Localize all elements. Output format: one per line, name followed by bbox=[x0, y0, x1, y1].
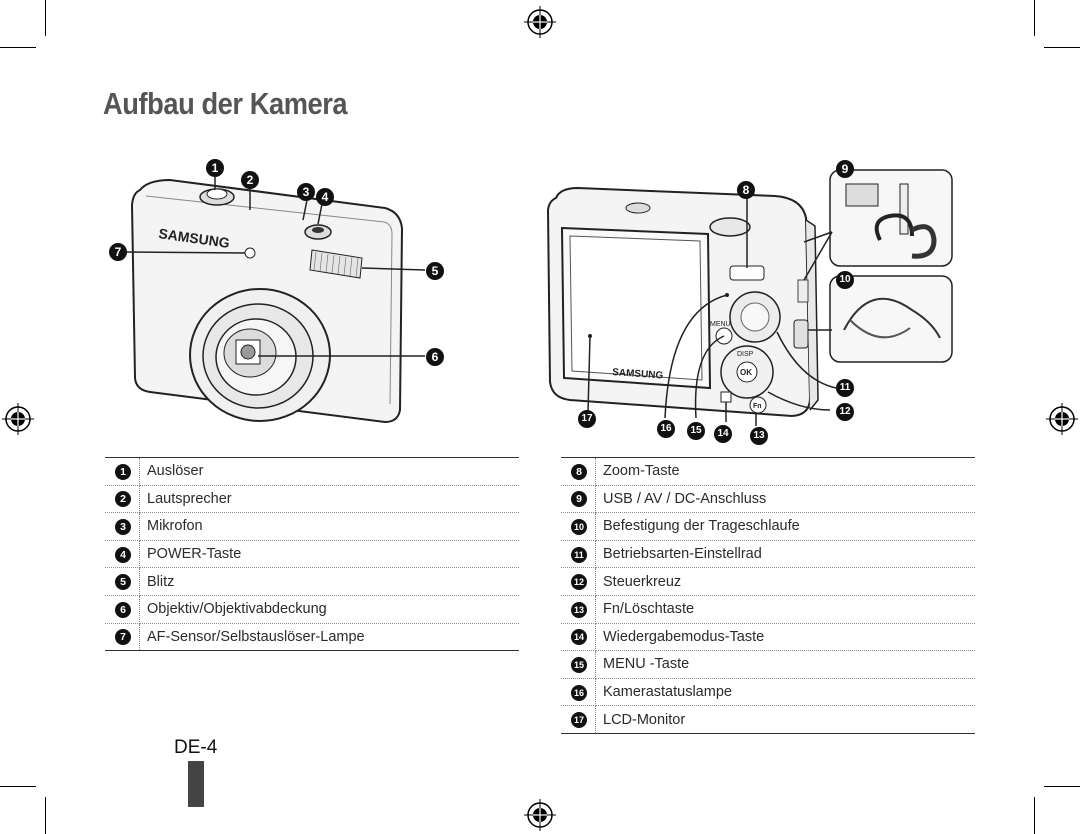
row-label: Blitz bbox=[139, 567, 519, 596]
row-number: 9 bbox=[571, 491, 587, 508]
row-number: 16 bbox=[571, 684, 587, 701]
row-label: POWER-Taste bbox=[139, 540, 519, 569]
row-label: AF-Sensor/Selbstauslöser-Lampe bbox=[139, 623, 519, 652]
crop-mark bbox=[1034, 0, 1035, 36]
table-row: 5 Blitz bbox=[105, 567, 519, 596]
callout-10: 10 bbox=[836, 271, 854, 289]
row-number: 7 bbox=[115, 629, 131, 646]
row-label: USB / AV / DC-Anschluss bbox=[595, 485, 975, 514]
table-row: 17 LCD-Monitor bbox=[561, 705, 975, 734]
row-number: 4 bbox=[115, 546, 131, 563]
row-number: 8 bbox=[571, 463, 587, 480]
row-number: 1 bbox=[115, 463, 131, 480]
table-row: 10 Befestigung der Trageschlaufe bbox=[561, 512, 975, 541]
camera-back-illustration: SAMSUNG MENU OK DISP Fn bbox=[546, 169, 953, 426]
callout-2: 2 bbox=[241, 171, 259, 189]
row-number: 2 bbox=[115, 491, 131, 508]
row-number: 14 bbox=[571, 629, 587, 646]
row-label: Zoom-Taste bbox=[595, 457, 975, 486]
table-row: 6 Objektiv/Objektivabdeckung bbox=[105, 595, 519, 624]
section-tab bbox=[188, 761, 204, 807]
row-number: 15 bbox=[571, 656, 587, 673]
callout-6: 6 bbox=[426, 348, 444, 366]
table-row: 3 Mikrofon bbox=[105, 512, 519, 541]
table-row: 7 AF-Sensor/Selbstauslöser-Lampe bbox=[105, 623, 519, 652]
callout-9: 9 bbox=[836, 160, 854, 178]
callout-1: 1 bbox=[206, 159, 224, 177]
callout-3: 3 bbox=[297, 183, 315, 201]
table-row: 4 POWER-Taste bbox=[105, 540, 519, 569]
table-row: 14 Wiedergabemodus-Taste bbox=[561, 623, 975, 652]
table-row: 15 MENU -Taste bbox=[561, 650, 975, 679]
back-brand-text: SAMSUNG bbox=[612, 367, 664, 382]
row-number: 17 bbox=[571, 712, 587, 729]
callout-4: 4 bbox=[316, 188, 334, 206]
parts-table-front: 1 Auslöser 2 Lautsprecher 3 Mikrofon 4 POWER… bbox=[105, 457, 519, 652]
row-label: Auslöser bbox=[139, 457, 519, 486]
crop-mark bbox=[1034, 797, 1035, 834]
ok-button-text: OK bbox=[740, 368, 752, 377]
callout-12: 12 bbox=[836, 403, 854, 421]
callout-15: 15 bbox=[687, 422, 705, 440]
callout-8: 8 bbox=[737, 181, 755, 199]
menu-button-text: MENU bbox=[710, 321, 731, 328]
registration-mark-icon bbox=[524, 6, 556, 38]
row-number: 13 bbox=[571, 601, 587, 618]
table-row: 12 Steuerkreuz bbox=[561, 567, 975, 596]
row-label: Kamerastatuslampe bbox=[595, 678, 975, 707]
row-label: MENU -Taste bbox=[595, 650, 975, 679]
callout-11: 11 bbox=[836, 379, 854, 397]
row-label: LCD-Monitor bbox=[595, 705, 975, 734]
table-row: 2 Lautsprecher bbox=[105, 485, 519, 514]
fn-button-text: Fn bbox=[753, 403, 762, 410]
row-number: 6 bbox=[115, 601, 131, 618]
row-number: 5 bbox=[115, 574, 131, 591]
row-number: 10 bbox=[571, 518, 587, 535]
row-label: Lautsprecher bbox=[139, 485, 519, 514]
row-number: 3 bbox=[115, 518, 131, 535]
crop-mark bbox=[45, 0, 46, 36]
page-title: Aufbau der Kamera bbox=[103, 86, 348, 121]
crop-mark bbox=[0, 786, 36, 787]
table-row: 11 Betriebsarten-Einstellrad bbox=[561, 540, 975, 569]
callout-13: 13 bbox=[750, 427, 768, 445]
row-label: Befestigung der Trageschlaufe bbox=[595, 512, 975, 541]
registration-mark-icon bbox=[1046, 403, 1078, 435]
row-label: Wiedergabemodus-Taste bbox=[595, 623, 975, 652]
callout-7: 7 bbox=[109, 243, 127, 261]
table-row: 13 Fn/Löschtaste bbox=[561, 595, 975, 624]
table-row: 1 Auslöser bbox=[105, 457, 519, 486]
row-number: 12 bbox=[571, 574, 587, 591]
row-label: Betriebsarten-Einstellrad bbox=[595, 540, 975, 569]
row-label: Fn/Löschtaste bbox=[595, 595, 975, 624]
table-row: 9 USB / AV / DC-Anschluss bbox=[561, 485, 975, 514]
row-number: 11 bbox=[571, 546, 587, 563]
row-label: Steuerkreuz bbox=[595, 567, 975, 596]
callout-16: 16 bbox=[657, 420, 675, 438]
page-number: DE-4 bbox=[174, 737, 218, 758]
crop-mark bbox=[1044, 47, 1080, 48]
callout-17: 17 bbox=[578, 410, 596, 428]
crop-mark bbox=[45, 797, 46, 834]
table-row: 8 Zoom-Taste bbox=[561, 457, 975, 486]
registration-mark-icon bbox=[524, 799, 556, 831]
camera-front-illustration: SAMSUNG bbox=[125, 173, 426, 424]
crop-mark bbox=[1044, 786, 1080, 787]
crop-mark bbox=[0, 47, 36, 48]
disp-button-text: DISP bbox=[737, 351, 754, 358]
callout-5: 5 bbox=[426, 262, 444, 280]
row-label: Objektiv/Objektivabdeckung bbox=[139, 595, 519, 624]
registration-mark-icon bbox=[2, 403, 34, 435]
row-label: Mikrofon bbox=[139, 512, 519, 541]
callout-14: 14 bbox=[714, 425, 732, 443]
table-row: 16 Kamerastatuslampe bbox=[561, 678, 975, 707]
